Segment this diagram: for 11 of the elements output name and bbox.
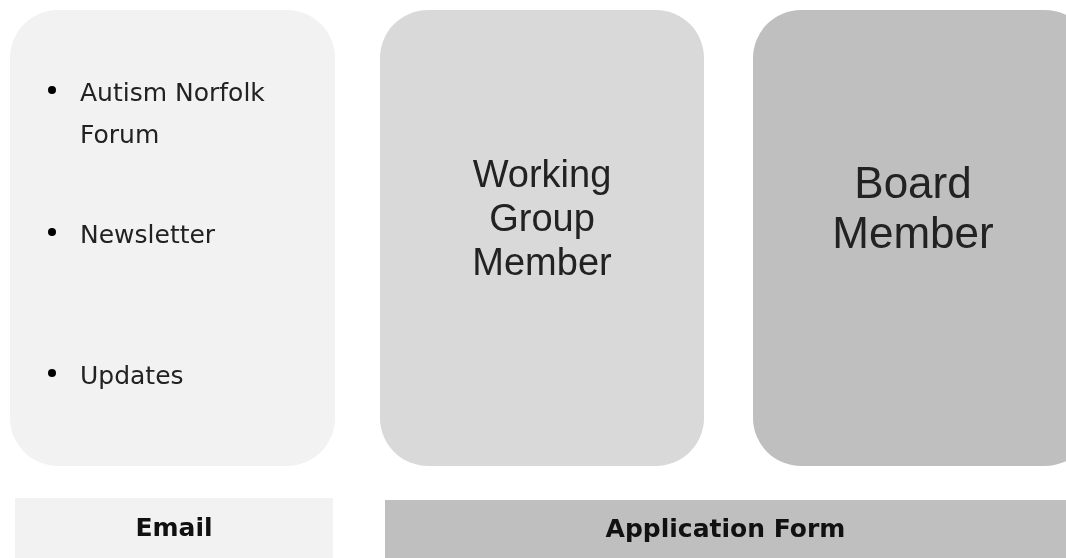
rounded-panel	[380, 10, 704, 466]
label-bar	[385, 500, 1066, 558]
rounded-panel	[10, 10, 335, 466]
rounded-panel	[753, 10, 1066, 466]
bar-label: Application Form	[605, 513, 846, 546]
list-item: Updates	[80, 360, 185, 392]
panel-title: Working Group Member	[471, 152, 613, 284]
bar-label: Email	[135, 512, 213, 545]
panel-title: Board Member	[831, 158, 995, 258]
list-item: Newsletter	[80, 219, 217, 251]
list-item: Autism Norfolk Forum	[80, 77, 266, 151]
